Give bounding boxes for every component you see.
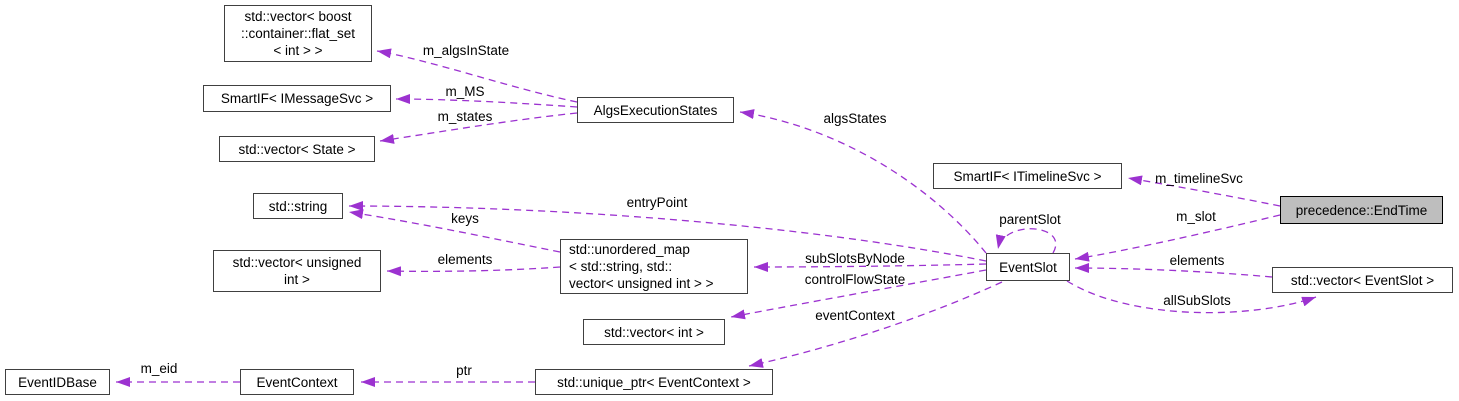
edge-label-elements-left: elements bbox=[437, 252, 493, 267]
edge-label-allsubslots: allSubSlots bbox=[1163, 293, 1231, 308]
node-vec-eventslot[interactable]: std::vector< EventSlot > bbox=[1272, 267, 1453, 293]
edge-label-m-states: m_states bbox=[437, 109, 493, 124]
node-label-line: vector< unsigned int > > bbox=[569, 276, 714, 291]
node-vec-flatset[interactable]: std::vector< boost::container::flat_set<… bbox=[224, 5, 372, 62]
node-label-line: int > bbox=[284, 272, 310, 287]
edge-allsubslots bbox=[1066, 280, 1317, 314]
edge-keys bbox=[348, 209, 561, 253]
node-label-line: EventIDBase bbox=[18, 374, 97, 390]
edge-elements-right bbox=[1074, 263, 1273, 278]
node-label-line: AlgsExecutionStates bbox=[593, 102, 718, 118]
edge-subslotsbynode bbox=[753, 261, 987, 272]
edge-elements-left bbox=[386, 266, 561, 277]
node-event-id-base[interactable]: EventIDBase bbox=[5, 369, 110, 395]
edge-label-m-slot: m_slot bbox=[1176, 209, 1216, 224]
edge-label-algsstates: algsStates bbox=[823, 111, 887, 126]
node-unordered-map[interactable]: std::unordered_map< std::string, std::ve… bbox=[560, 239, 748, 294]
node-label-line: std::unordered_map bbox=[569, 242, 690, 257]
node-label-line: std::vector< unsigned bbox=[232, 255, 362, 270]
edge-m-algsinstate bbox=[376, 48, 578, 103]
node-unique-ptr-eventcontext[interactable]: std::unique_ptr< EventContext > bbox=[535, 369, 773, 395]
edge-parentslot bbox=[995, 228, 1057, 254]
edge-m-timelinesvc bbox=[1127, 175, 1281, 207]
node-label-line: ::container::flat_set bbox=[240, 26, 356, 41]
node-label-line: < int > > bbox=[273, 43, 323, 58]
node-vec-int[interactable]: std::vector< int > bbox=[583, 319, 725, 345]
edge-label-ptr: ptr bbox=[456, 363, 472, 378]
node-label-line: < std::string, std:: bbox=[569, 259, 673, 274]
edge-label-subslotsbynode: subSlotsByNode bbox=[805, 251, 905, 266]
edge-entrypoint bbox=[348, 201, 987, 262]
node-label-line: SmartIF< ITimelineSvc > bbox=[953, 168, 1102, 184]
edge-label-eventcontext: eventContext bbox=[815, 308, 895, 323]
node-label-line: std::vector< int > bbox=[604, 324, 704, 340]
node-label-line: std::vector< boost bbox=[244, 9, 352, 24]
node-std-string[interactable]: std::string bbox=[253, 193, 343, 219]
edge-label-controlflowstate: controlFlowState bbox=[804, 272, 906, 287]
node-label-line: std::string bbox=[268, 198, 328, 214]
edge-label-elements-right: elements bbox=[1169, 253, 1225, 268]
edge-label-entrypoint: entryPoint bbox=[626, 195, 688, 210]
edge-m-states bbox=[379, 112, 578, 144]
edge-label-m-algsinstate: m_algsInState bbox=[422, 43, 510, 58]
node-algs-execution-states[interactable]: AlgsExecutionStates bbox=[577, 97, 734, 123]
node-label-line: std::unique_ptr< EventContext > bbox=[557, 374, 751, 390]
edge-m-ms bbox=[395, 94, 578, 108]
node-smartif-itimelinesvc[interactable]: SmartIF< ITimelineSvc > bbox=[933, 163, 1122, 189]
node-event-context[interactable]: EventContext bbox=[240, 369, 354, 395]
edge-label-m-eid: m_eid bbox=[140, 361, 178, 376]
node-precedence-endtime: precedence::EndTime bbox=[1280, 196, 1443, 224]
node-vec-state[interactable]: std::vector< State > bbox=[219, 136, 375, 162]
edge-label-m-ms: m_MS bbox=[445, 84, 485, 99]
node-label-line: std::vector< EventSlot > bbox=[1290, 272, 1435, 288]
node-event-slot[interactable]: EventSlot bbox=[986, 253, 1070, 281]
node-label-line: precedence::EndTime bbox=[1295, 202, 1428, 218]
node-label-line: EventContext bbox=[256, 374, 338, 390]
edge-label-m-timelinesvc: m_timelineSvc bbox=[1155, 171, 1243, 186]
edge-m-slot bbox=[1074, 214, 1281, 262]
node-label-line: std::vector< State > bbox=[238, 141, 356, 157]
node-smartif-imessagesvc[interactable]: SmartIF< IMessageSvc > bbox=[203, 85, 391, 112]
edge-label-keys: keys bbox=[451, 211, 479, 226]
edge-eventcontext bbox=[748, 281, 1003, 368]
edge-label-parentslot: parentSlot bbox=[999, 212, 1061, 227]
edge-algsstates bbox=[739, 109, 987, 254]
node-label-line: SmartIF< IMessageSvc > bbox=[220, 91, 374, 106]
node-label-line: EventSlot bbox=[999, 259, 1057, 275]
